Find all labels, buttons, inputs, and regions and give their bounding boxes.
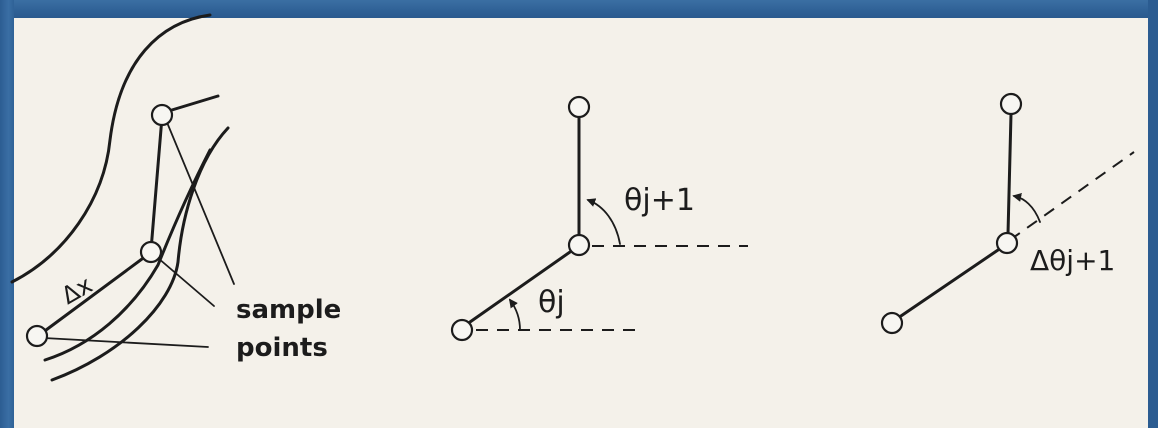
extension-line — [1009, 151, 1135, 241]
point-bottom — [880, 311, 904, 335]
point-middle — [567, 233, 591, 257]
sample-label: sample — [236, 295, 341, 325]
boundary-curve-middle — [43, 148, 212, 362]
point-bottom — [450, 318, 474, 342]
panel-absolute-angles: θj+1 θj — [450, 95, 748, 342]
leader-line-top — [165, 119, 235, 285]
segment-upper — [149, 115, 164, 252]
panel-relative-angle: Δθj+1 — [880, 92, 1135, 335]
delta-theta-j-plus-1-label: Δθj+1 — [1030, 244, 1115, 277]
point-middle — [995, 231, 1019, 255]
panel-sample-points: Δx sample points — [10, 13, 341, 382]
point-top — [999, 92, 1023, 116]
slide-frame-right — [1148, 0, 1158, 428]
sample-point-bottom — [25, 324, 49, 348]
delta-x-label: Δx — [57, 271, 98, 311]
sample-point-top — [150, 103, 174, 127]
segment-lower — [896, 248, 1000, 320]
theta-j-label: θj — [538, 285, 565, 320]
theta-j-plus-1-label: θj+1 — [624, 183, 695, 218]
slide-frame-top — [0, 0, 1158, 18]
leader-line-middle — [157, 257, 215, 307]
angle-arc-theta-j — [508, 298, 521, 331]
segment-upper — [1006, 112, 1013, 236]
point-top — [567, 95, 591, 119]
segment-lower — [468, 250, 572, 324]
segment-lower — [40, 254, 148, 335]
angle-arc-delta-theta — [1012, 193, 1041, 223]
sample-point-middle — [139, 240, 163, 264]
boundary-curve-outer — [10, 13, 212, 284]
slide-frame-left — [0, 0, 14, 428]
points-label: points — [236, 333, 328, 363]
angle-arc-theta-j-plus-1 — [586, 198, 621, 245]
leader-line-bottom — [43, 337, 209, 348]
figure-paper — [14, 18, 1148, 428]
